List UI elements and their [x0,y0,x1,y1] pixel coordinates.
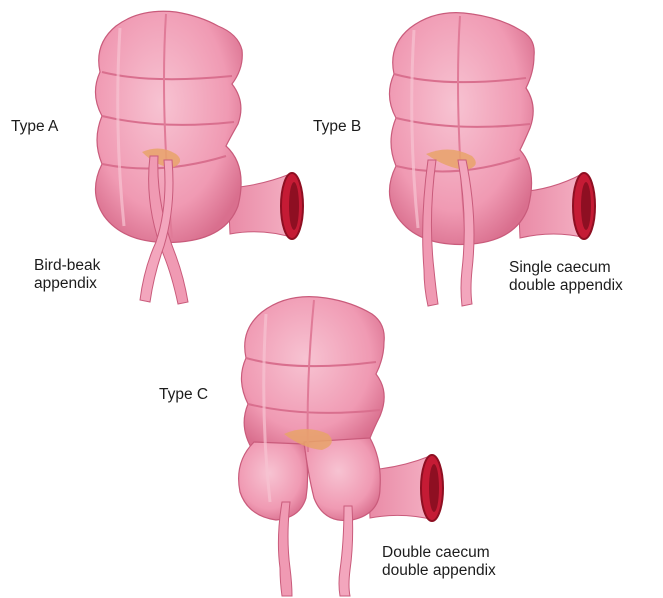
type-b-caption: Single caecum double appendix [509,259,623,295]
type-c-caecum-left [239,442,308,520]
type-a-caption-line-2: appendix [34,275,100,293]
type-b-label: Type B [313,118,361,136]
type-a-illustration [80,6,310,306]
type-c-caption-line-2: double appendix [382,562,496,580]
type-b-caption-line-2: double appendix [509,277,623,295]
type-a-label: Type A [11,118,58,136]
type-b-caption-line-1: Single caecum [509,259,623,277]
type-a-caption: Bird-beak appendix [34,257,100,293]
type-c-caecum-right [304,438,380,521]
type-c-caption: Double caecum double appendix [382,544,496,580]
type-a-caption-line-1: Bird-beak [34,257,100,275]
type-c-label: Type C [159,386,208,404]
type-c-caption-line-1: Double caecum [382,544,496,562]
